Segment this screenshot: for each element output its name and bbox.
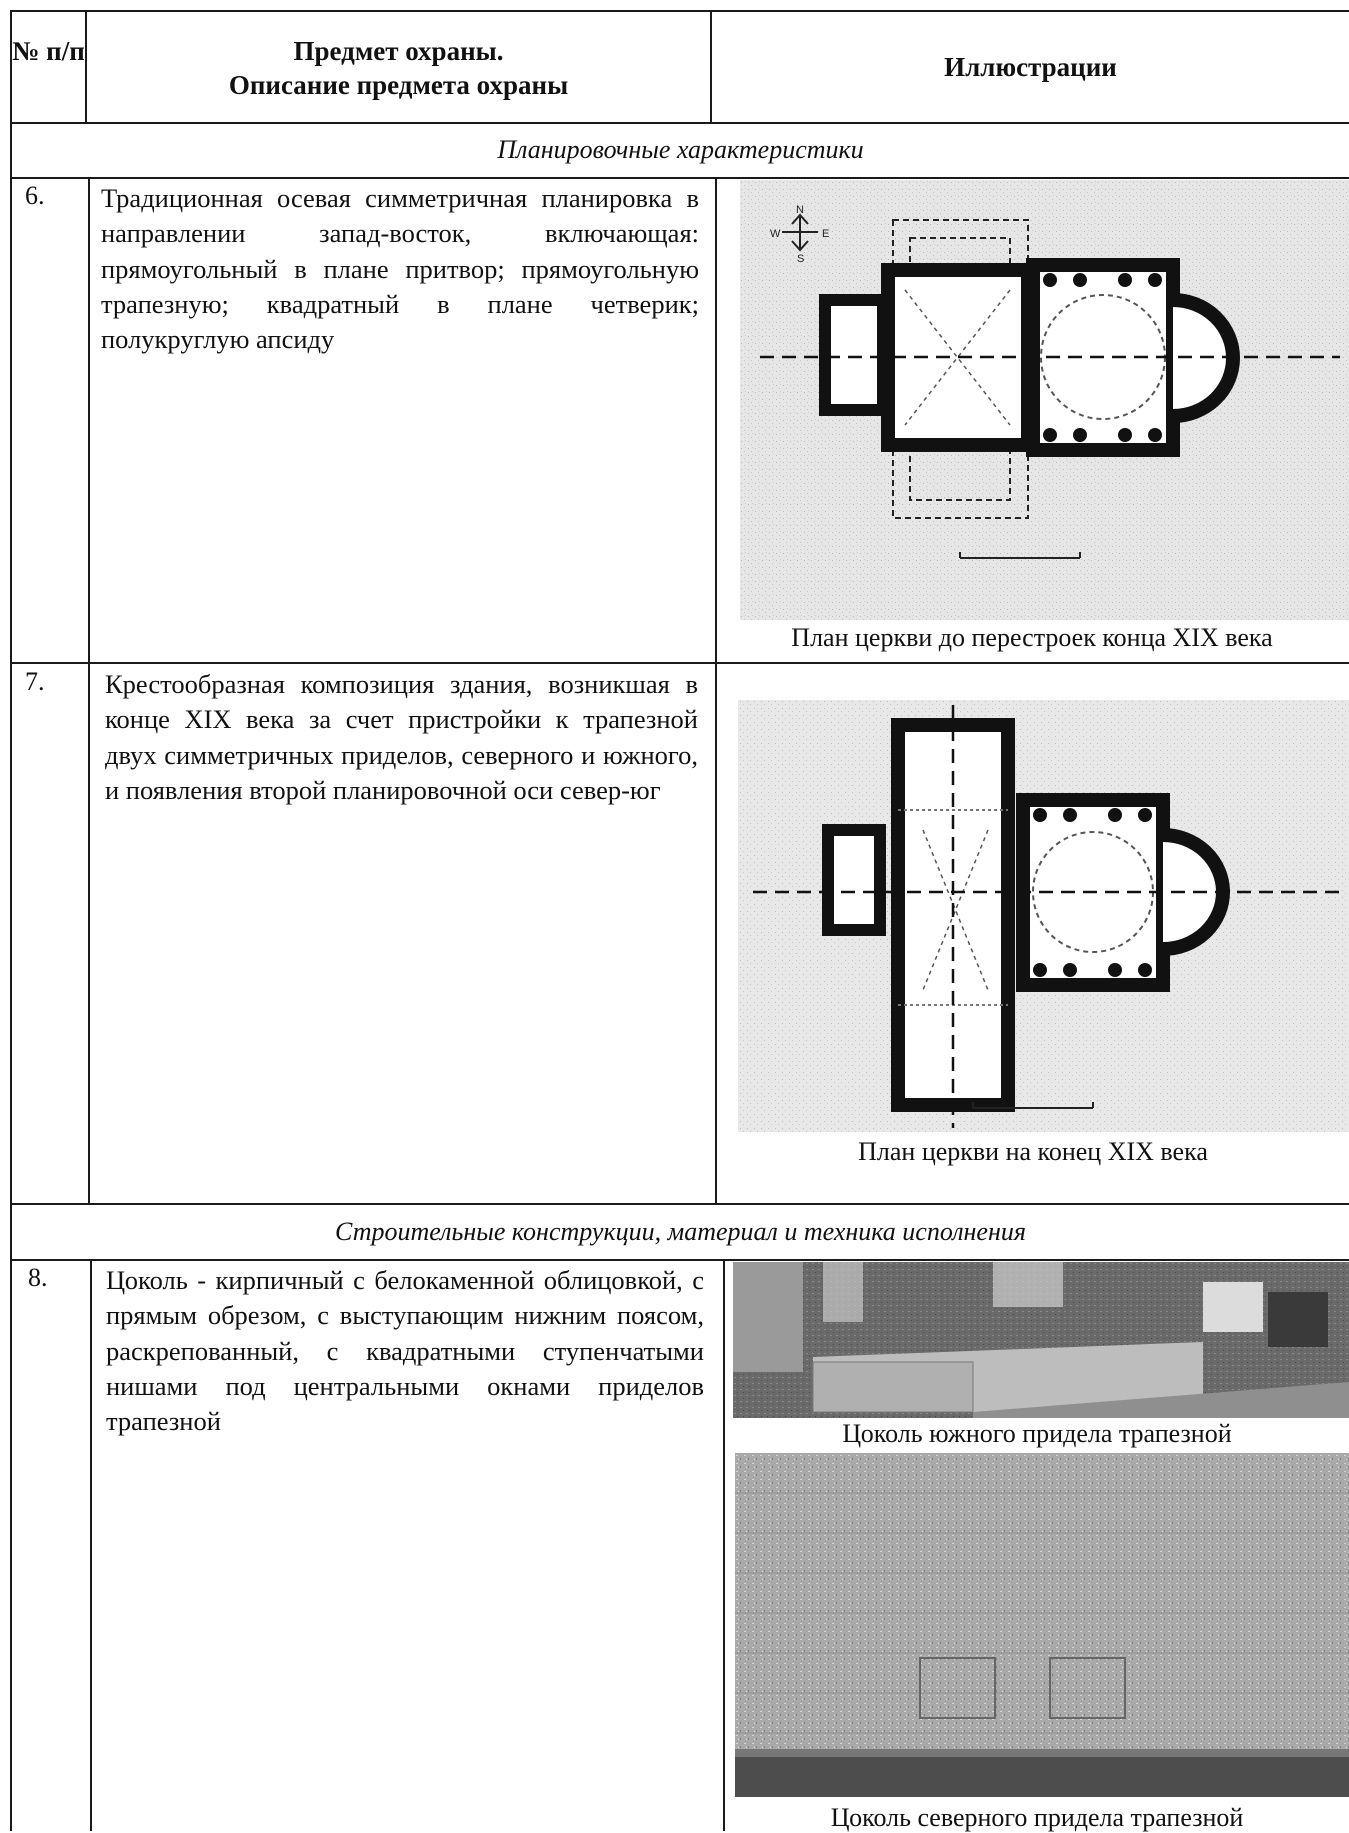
row-divider-section1 <box>10 177 1349 179</box>
header-number: № п/п <box>12 36 85 66</box>
header-subject-line1: Предмет охраны. <box>293 36 504 66</box>
col-divider-1-row8 <box>90 1259 92 1831</box>
row-number: 6. <box>25 181 45 210</box>
row-number: 8. <box>28 1263 48 1292</box>
col-divider-1-rows67 <box>88 177 90 1204</box>
section-title: Строительные конструкции, материал и тех… <box>335 1217 1026 1246</box>
illustration-caption: Цоколь южного придела трапезной <box>842 1419 1232 1448</box>
compass-icon <box>782 213 818 252</box>
section-title: Планировочные характеристики <box>497 135 864 164</box>
row-number: 7. <box>25 667 45 696</box>
compass-e-label: E <box>822 228 829 240</box>
row-description: Традиционная осевая симметричная планиро… <box>101 183 699 355</box>
illustration-caption: План церкви до перестроек конца XIX века <box>791 623 1273 652</box>
church-plan-late-19th-century-image <box>738 700 1349 1132</box>
row-description: Цоколь - кирпичный с белокаменной облицо… <box>106 1265 704 1437</box>
compass-w-label: W <box>770 228 781 240</box>
header-illustrations: Иллюстрации <box>944 52 1117 82</box>
row-divider-6-7 <box>10 662 1349 664</box>
compass-n-label: N <box>796 204 804 216</box>
row-description: Крестообразная композиция здания, возник… <box>105 669 698 805</box>
row-divider-header <box>10 122 1349 124</box>
table-border-left <box>10 10 12 1831</box>
south-chapel-plinth-photo <box>733 1262 1349 1418</box>
col-divider-2-header <box>710 10 712 123</box>
header-subject: Предмет охраны. Описание предмета охраны <box>87 34 710 102</box>
church-plan-before-rebuild-image: N S W E <box>740 180 1349 620</box>
table-border-top <box>10 10 1349 12</box>
compass-s-label: S <box>797 253 804 265</box>
col-divider-2-rows67 <box>715 177 717 1204</box>
col-divider-1-header <box>85 10 87 123</box>
row-divider-section2 <box>10 1259 1349 1261</box>
col-divider-2-row8 <box>723 1259 725 1831</box>
header-subject-line2: Описание предмета охраны <box>228 70 569 100</box>
illustration-caption: План церкви на конец XIX века <box>858 1137 1208 1166</box>
row-divider-7-section2 <box>10 1203 1349 1205</box>
illustration-caption: Цоколь северного придела трапезной <box>830 1803 1244 1832</box>
north-chapel-plinth-photo <box>735 1453 1349 1797</box>
